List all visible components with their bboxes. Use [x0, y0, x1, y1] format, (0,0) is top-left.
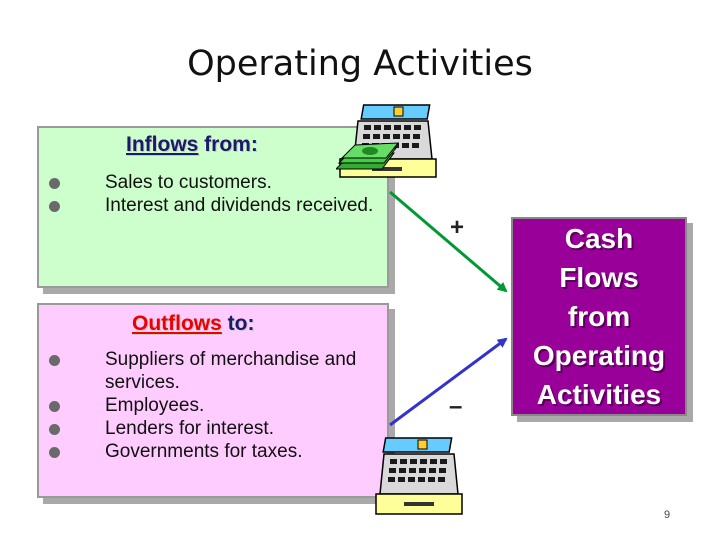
outflow-item-text: Employees.: [105, 395, 205, 416]
inflow-item: Sales to customers.: [49, 171, 385, 194]
inflows-list: Sales to customers. Interest and dividen…: [49, 171, 385, 217]
outflows-heading-rest: to:: [221, 312, 255, 335]
inflows-heading-word: Inflows: [126, 133, 199, 156]
page-number: 9: [664, 509, 671, 521]
minus-sign: –: [449, 393, 463, 420]
outflow-item: Suppliers of merchandise and services.: [49, 348, 385, 394]
outflow-item: Lenders for interest.: [49, 417, 385, 440]
outflow-item-text: Suppliers of merchandise and services.: [105, 349, 357, 393]
bullet-icon: [49, 201, 60, 212]
inflows-box: Inflows from: Sales to customers. Intere…: [37, 126, 389, 288]
outflow-item: Governments for taxes.: [49, 440, 385, 463]
outflow-item-text: Governments for taxes.: [105, 441, 303, 462]
bullet-icon: [49, 355, 60, 366]
inflow-item-text: Sales to customers.: [105, 172, 272, 193]
inflows-heading-rest: from:: [198, 133, 258, 156]
cash-register-icon: [336, 104, 437, 178]
outflows-heading: Outflows to:: [132, 312, 254, 336]
cash-flows-label: Cash Flows from Operating Activities: [532, 223, 666, 410]
money-stack-icon: [336, 142, 400, 170]
bullet-icon: [49, 447, 60, 458]
inflows-heading: Inflows from:: [126, 133, 258, 157]
bullet-icon: [49, 178, 60, 189]
outflows-box: Outflows to: Suppliers of merchandise an…: [37, 303, 389, 498]
plus-sign: +: [450, 214, 465, 241]
outflow-item-text: Lenders for interest.: [105, 418, 274, 439]
inflow-item-text: Interest and dividends received.: [105, 195, 374, 216]
outflows-list: Suppliers of merchandise and services. E…: [49, 348, 385, 463]
cash-flows-box: Cash Flows from Operating Activities: [511, 217, 687, 416]
inflow-item: Interest and dividends received.: [49, 194, 385, 217]
page-title: Operating Activities: [187, 44, 533, 84]
bullet-icon: [49, 401, 60, 412]
cash-register-icon: [375, 437, 463, 515]
outflow-arrow: [389, 337, 508, 427]
outflows-heading-word: Outflows: [132, 312, 222, 335]
bullet-icon: [49, 424, 60, 435]
outflow-item: Employees.: [49, 394, 385, 417]
inflow-arrow: [389, 190, 508, 293]
